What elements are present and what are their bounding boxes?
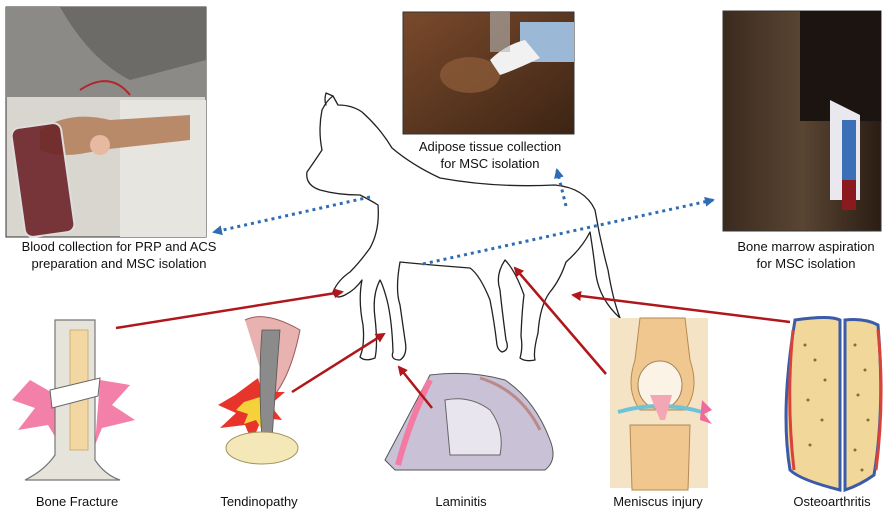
bone-marrow-caption: Bone marrow aspiration for MSC isolation: [728, 238, 884, 272]
bone-fracture-illustration: [12, 320, 135, 480]
osteoarthritis-label: Osteoarthritis: [782, 493, 882, 510]
meniscus-injury-label: Meniscus injury: [600, 493, 716, 510]
blood-collection-photo: [6, 7, 206, 238]
arrow-tendinopathy: [292, 334, 384, 392]
osteoarthritis-illustration: [786, 318, 881, 491]
adipose-collection-caption: Adipose tissue collection for MSC isolat…: [404, 138, 576, 172]
laminitis-label: Laminitis: [416, 493, 506, 510]
arrow-bone-fracture: [116, 292, 342, 328]
tendinopathy-label: Tendinopathy: [204, 493, 314, 510]
arrow-to-adipose-photo: [557, 170, 566, 206]
arrow-to-marrow-photo: [423, 200, 713, 264]
arrow-to-blood-photo: [214, 197, 370, 232]
bone-marrow-photo: [723, 11, 881, 231]
tendinopathy-illustration: [218, 317, 300, 464]
meniscus-illustration: [610, 318, 712, 490]
adipose-collection-photo: [403, 12, 574, 134]
bone-fracture-label: Bone Fracture: [22, 493, 132, 510]
blue-dotted-arrows: [214, 170, 713, 264]
blood-collection-caption: Blood collection for PRP and ACS prepara…: [8, 238, 230, 272]
arrow-meniscus: [515, 268, 606, 374]
laminitis-illustration: [385, 373, 553, 470]
